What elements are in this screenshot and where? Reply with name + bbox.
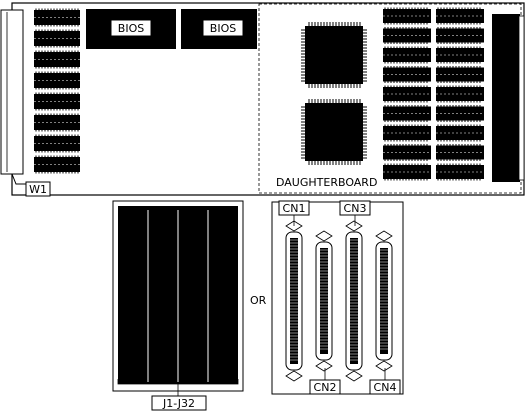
memory-chip-column-left [34, 8, 80, 174]
memory-chip-right-a-2 [383, 27, 431, 44]
memory-chip-right-a-8 [383, 144, 431, 161]
connector-block-cn: CN1 CN3 CN2 CN4 [271, 200, 404, 395]
memory-chip-right-a-9 [383, 163, 431, 181]
memory-chip-right-a-6 [383, 105, 431, 122]
cn1-callout: CN1 [278, 200, 310, 226]
cn1-label: CN1 [283, 202, 306, 215]
memory-chip-right-a-1 [383, 7, 431, 25]
daughterboard-label: DAUGHTERBOARD [276, 176, 377, 189]
memory-chip-left-2 [34, 29, 80, 48]
memory-chip-column-right [383, 7, 484, 181]
jumper-w1: W1 [25, 181, 51, 197]
edge-connector-right [492, 14, 525, 182]
cn2-callout: CN2 [309, 368, 341, 395]
memory-chip-left-7 [34, 134, 80, 153]
memory-chip-right-b-2 [436, 27, 484, 44]
cn-connector-1 [285, 220, 303, 382]
memory-chip-right-b-9 [436, 163, 484, 181]
qfp-chip-upper [301, 22, 367, 88]
memory-chip-left-4 [34, 71, 80, 90]
memory-chip-right-a-5 [383, 85, 431, 103]
memory-chip-right-a-3 [383, 46, 431, 64]
memory-chip-right-b-3 [436, 46, 484, 64]
bios-chip-2: BIOS [181, 9, 257, 49]
cn3-callout: CN3 [339, 200, 371, 226]
memory-chip-right-b-1 [436, 7, 484, 25]
connector-block-j: J1-J32 [112, 200, 244, 411]
memory-chip-left-1 [34, 8, 80, 27]
qfp-chip-lower [301, 99, 367, 165]
memory-chip-right-b-8 [436, 144, 484, 161]
memory-chip-left-6 [34, 113, 80, 132]
or-label: OR [250, 294, 267, 307]
memory-chip-right-b-5 [436, 85, 484, 103]
memory-chip-left-8 [34, 155, 80, 174]
bios-label-1: BIOS [118, 22, 144, 35]
memory-chip-right-a-4 [383, 66, 431, 83]
memory-chip-right-a-7 [383, 124, 431, 142]
main-board: BIOS BIOS W1 DAUGHTERBOARD [0, 2, 525, 197]
cn-connector-2 [315, 230, 333, 372]
cn3-label: CN3 [344, 202, 367, 215]
w1-label: W1 [29, 183, 47, 196]
cn-connectors [285, 220, 393, 382]
memory-chip-left-3 [34, 50, 80, 69]
cn-connector-3 [345, 220, 363, 382]
j1-j32-label: J1-J32 [162, 397, 195, 410]
mounting-bracket [0, 9, 30, 185]
memory-chip-right-b-7 [436, 124, 484, 142]
memory-chip-right-b-4 [436, 66, 484, 83]
bios-chip-1: BIOS [86, 9, 176, 49]
bios-label-2: BIOS [210, 22, 236, 35]
cn4-label: CN4 [374, 381, 397, 394]
memory-chip-left-5 [34, 92, 80, 111]
cn-connector-4 [375, 230, 393, 372]
cn2-label: CN2 [314, 381, 337, 394]
cn4-callout: CN4 [369, 368, 401, 395]
memory-chip-right-b-6 [436, 105, 484, 122]
